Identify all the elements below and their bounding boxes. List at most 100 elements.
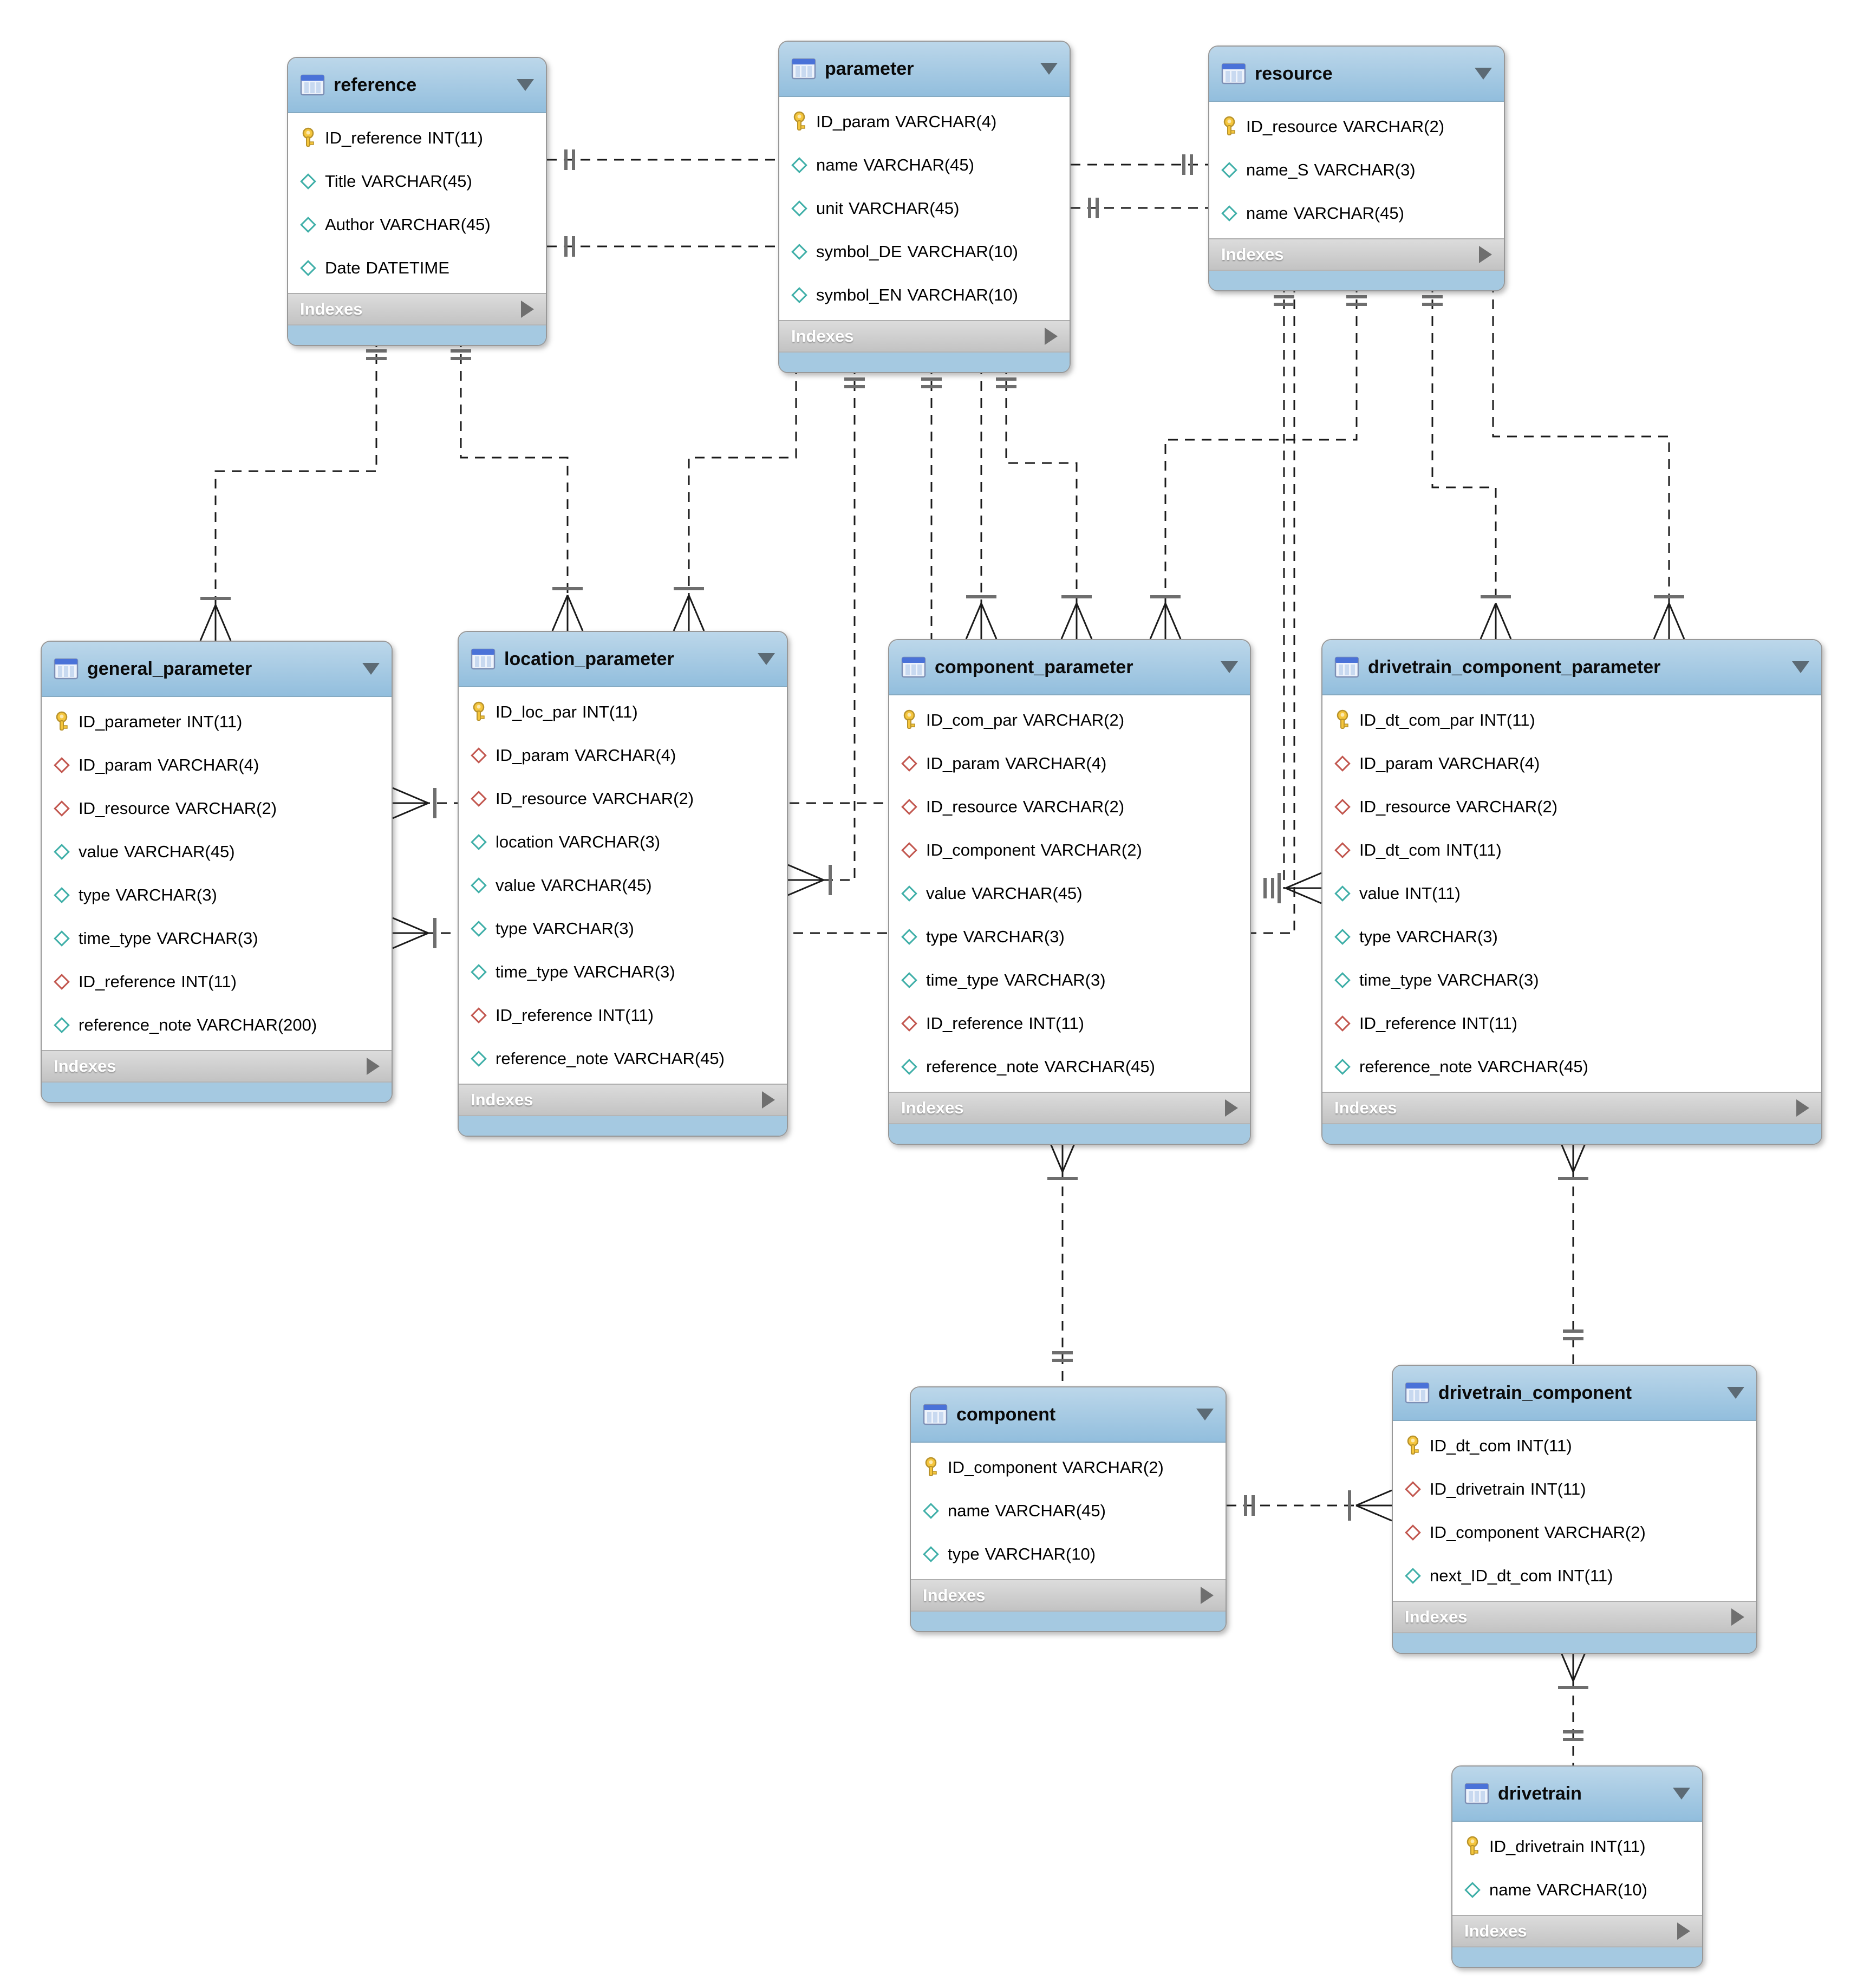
expand-indexes-icon[interactable]	[1731, 1608, 1744, 1626]
table-header[interactable]: parameter	[779, 42, 1070, 97]
table-header[interactable]: drivetrain_component_parameter	[1322, 640, 1821, 695]
expand-indexes-icon[interactable]	[367, 1058, 380, 1075]
table-header[interactable]: component	[911, 1387, 1226, 1443]
expand-indexes-icon[interactable]	[1677, 1922, 1690, 1940]
expand-indexes-icon[interactable]	[1045, 328, 1058, 345]
relationship-line[interactable]	[460, 337, 569, 631]
expand-indexes-icon[interactable]	[1796, 1099, 1809, 1117]
collapse-arrow-icon[interactable]	[1792, 661, 1809, 673]
expand-indexes-icon[interactable]	[762, 1091, 775, 1109]
expand-indexes-icon[interactable]	[1225, 1099, 1238, 1117]
table-header[interactable]: location_parameter	[459, 632, 787, 687]
indexes-section[interactable]: Indexes	[1452, 1915, 1702, 1947]
collapse-arrow-icon[interactable]	[1475, 68, 1492, 80]
indexes-section[interactable]: Indexes	[1209, 238, 1504, 271]
indexes-section[interactable]: Indexes	[1393, 1601, 1756, 1633]
relationship-line[interactable]	[1492, 283, 1670, 639]
collapse-arrow-icon[interactable]	[517, 79, 534, 91]
relationship-line[interactable]	[1283, 283, 1321, 889]
collapse-arrow-icon[interactable]	[1040, 63, 1058, 75]
collapse-arrow-icon[interactable]	[362, 663, 380, 675]
indexes-section[interactable]: Indexes	[889, 1092, 1250, 1124]
collapse-arrow-icon[interactable]	[1221, 661, 1238, 673]
relationship-line[interactable]	[1005, 364, 1078, 639]
table-header[interactable]: resource	[1209, 47, 1504, 102]
table-header[interactable]: component_parameter	[889, 640, 1250, 695]
relationship-line[interactable]	[1431, 283, 1497, 639]
table-header[interactable]: general_parameter	[42, 642, 392, 697]
relationship-line[interactable]	[688, 364, 797, 631]
table-header[interactable]: drivetrain_component	[1393, 1366, 1756, 1421]
table-header[interactable]: drivetrain	[1452, 1767, 1702, 1822]
indexes-section[interactable]: Indexes	[779, 320, 1070, 353]
indexes-section[interactable]: Indexes	[1322, 1092, 1821, 1124]
collapse-arrow-icon[interactable]	[1727, 1387, 1744, 1399]
indexes-section[interactable]: Indexes	[42, 1050, 392, 1083]
indexes-section[interactable]: Indexes	[288, 293, 546, 325]
indexes-section[interactable]: Indexes	[911, 1579, 1226, 1612]
collapse-arrow-icon[interactable]	[758, 653, 775, 665]
expand-indexes-icon[interactable]	[1201, 1587, 1214, 1604]
indexes-section[interactable]: Indexes	[459, 1084, 787, 1116]
